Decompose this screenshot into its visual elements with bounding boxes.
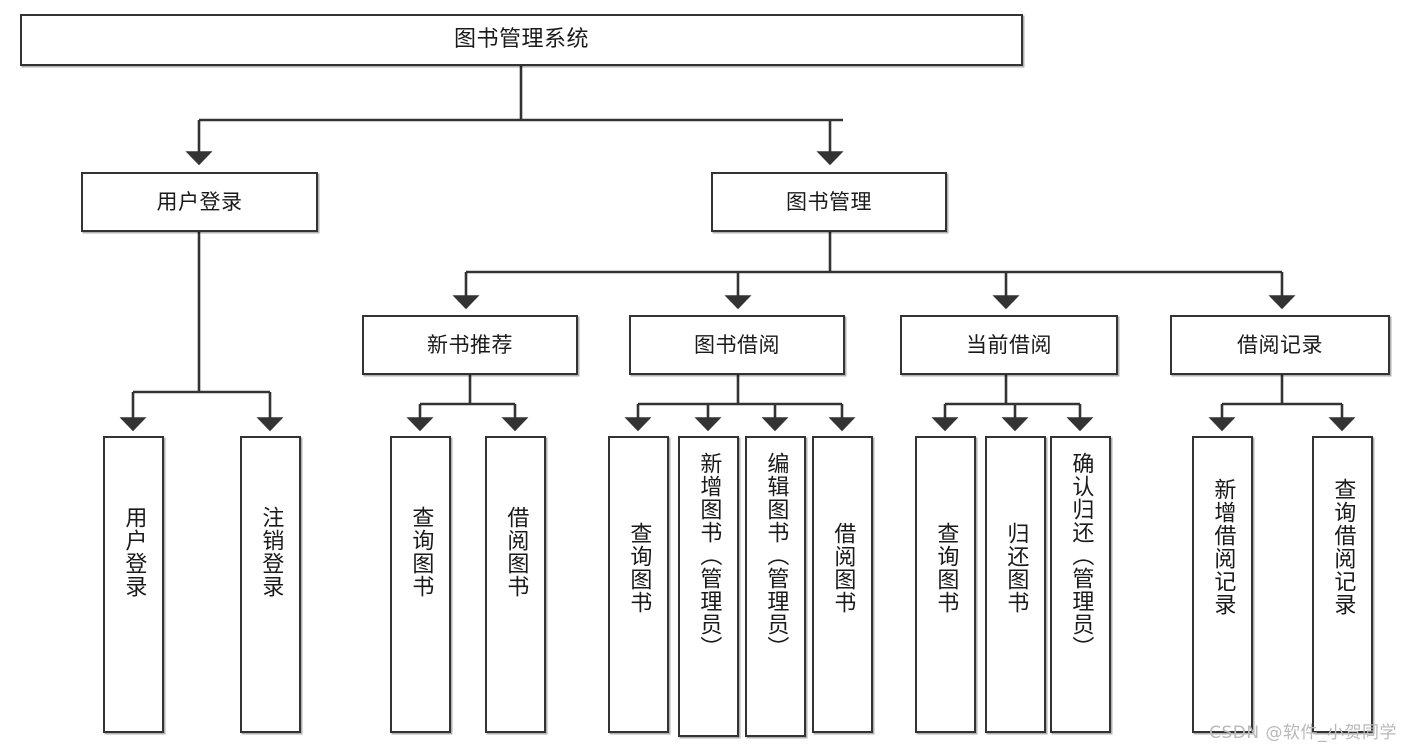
node-borrow-record-label: 借阅记录 — [1237, 332, 1323, 357]
node-add-borrow-record[interactable]: 新增借阅记录 — [1192, 436, 1253, 733]
node-query-borrow-record[interactable]: 查询借阅记录 — [1312, 436, 1373, 733]
node-query-book-current[interactable]: 查询图书 — [915, 436, 976, 733]
node-query-book-rec[interactable]: 查询图书 — [390, 436, 451, 733]
node-current-borrow[interactable]: 当前借阅 — [900, 315, 1118, 375]
node-borrow-book-rec[interactable]: 借阅图书 — [485, 436, 546, 733]
node-new-book-recommend-label: 新书推荐 — [427, 332, 513, 357]
node-current-borrow-label: 当前借阅 — [966, 332, 1052, 357]
node-add-book-admin[interactable]: 新增图书（管理员） — [678, 436, 739, 737]
node-query-book-rec-label: 查询图书 — [408, 506, 434, 598]
node-root-label: 图书管理系统 — [453, 27, 589, 53]
node-user-login-leaf-label: 用户登录 — [121, 506, 147, 598]
node-return-book[interactable]: 归还图书 — [985, 436, 1046, 733]
node-query-book-borrow-label: 查询图书 — [626, 522, 652, 614]
node-new-book-recommend[interactable]: 新书推荐 — [362, 315, 578, 375]
node-query-borrow-record-label: 查询借阅记录 — [1330, 478, 1356, 616]
node-edit-book-admin[interactable]: 编辑图书（管理员） — [745, 436, 806, 737]
node-borrow-book-borrow[interactable]: 借阅图书 — [812, 436, 873, 733]
node-logout-leaf-label: 注销登录 — [258, 506, 284, 598]
node-user-login-label: 用户登录 — [156, 189, 243, 214]
node-book-borrow[interactable]: 图书借阅 — [629, 315, 845, 375]
node-return-book-label: 归还图书 — [1003, 522, 1029, 614]
node-add-borrow-record-label: 新增借阅记录 — [1210, 478, 1236, 616]
node-book-borrow-label: 图书借阅 — [694, 332, 780, 357]
node-user-login-leaf[interactable]: 用户登录 — [103, 436, 164, 733]
node-query-book-borrow[interactable]: 查询图书 — [608, 436, 669, 733]
node-borrow-book-rec-label: 借阅图书 — [503, 506, 529, 598]
node-confirm-return-admin[interactable]: 确认归还（管理员） — [1050, 436, 1111, 733]
node-add-book-admin-label: 新增图书（管理员） — [696, 452, 722, 659]
node-logout-leaf[interactable]: 注销登录 — [240, 436, 301, 733]
node-user-login[interactable]: 用户登录 — [81, 172, 318, 232]
node-borrow-record[interactable]: 借阅记录 — [1170, 315, 1390, 375]
node-book-manage[interactable]: 图书管理 — [711, 172, 947, 232]
node-confirm-return-admin-label: 确认归还（管理员） — [1068, 452, 1094, 659]
node-query-book-current-label: 查询图书 — [933, 522, 959, 614]
node-edit-book-admin-label: 编辑图书（管理员） — [763, 452, 789, 659]
node-borrow-book-borrow-label: 借阅图书 — [830, 522, 856, 614]
node-book-manage-label: 图书管理 — [786, 189, 872, 214]
node-root[interactable]: 图书管理系统 — [20, 14, 1023, 66]
